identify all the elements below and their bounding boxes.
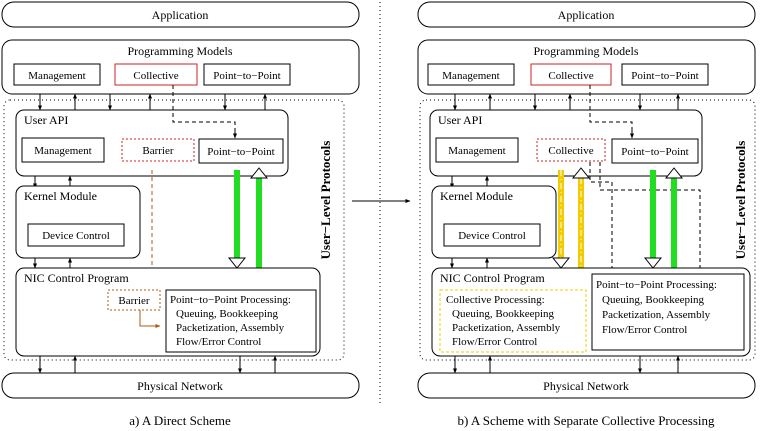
scheme-b: Application Programming Models Managemen… bbox=[417, 1, 756, 428]
nic-p2p-processing-box bbox=[165, 289, 317, 353]
nic-collective-line-4: Flow/Error Control bbox=[452, 336, 537, 348]
physical-network-box bbox=[1, 372, 360, 399]
nic-p2p-line-3: Packetization, Assembly bbox=[602, 309, 711, 321]
collective-to-nic-path bbox=[589, 162, 613, 270]
p2p-channel-down bbox=[234, 170, 240, 260]
physical-network-label: Physical Network bbox=[137, 379, 223, 393]
api-p2p-box bbox=[611, 138, 699, 164]
application-box bbox=[1, 1, 360, 28]
physical-network-label: Physical Network bbox=[543, 379, 629, 393]
api-collective-box bbox=[536, 138, 606, 162]
pm-p2p-box bbox=[621, 63, 709, 86]
nic-p2p-line-4: Flow/Error Control bbox=[176, 336, 261, 348]
api-management-label: Management bbox=[34, 145, 91, 157]
api-barrier-box bbox=[121, 138, 195, 162]
device-control-label: Device Control bbox=[458, 230, 526, 242]
caption-a: a) A Direct Scheme bbox=[129, 413, 231, 428]
pm-management-box bbox=[427, 63, 515, 86]
nic-barrier-label: Barrier bbox=[118, 295, 149, 307]
p2p-channel-up bbox=[256, 178, 262, 268]
nic-collective-processing-box bbox=[439, 289, 587, 353]
api-p2p-label: Point−to−Point bbox=[621, 146, 688, 158]
api-collective-label: Collective bbox=[548, 145, 593, 157]
nic-title: NIC Control Program bbox=[24, 271, 129, 285]
nic-collective-line-1: Collective Processing: bbox=[446, 294, 545, 306]
user-level-protocols-label: User−Level Protocols bbox=[318, 141, 333, 260]
nic-collective-line-3: Packetization, Assembly bbox=[452, 322, 561, 334]
pm-collective-box bbox=[530, 63, 612, 86]
nic-p2p-line-2: Queuing, Bookkeeping bbox=[602, 294, 705, 306]
pm-collective-label: Collective bbox=[548, 70, 593, 82]
nic-title: NIC Control Program bbox=[440, 271, 545, 285]
p2p-channel-down-head bbox=[643, 257, 663, 269]
kernel-module-title: Kernel Module bbox=[440, 189, 513, 203]
api-management-box bbox=[435, 137, 519, 163]
api-management-label: Management bbox=[448, 145, 505, 157]
user-api-title: User API bbox=[24, 113, 68, 127]
nic-p2p-line-1: Point−to−Point Processing: bbox=[170, 294, 291, 306]
programming-models-title: Programming Models bbox=[534, 44, 639, 58]
api-management-box bbox=[21, 137, 105, 163]
pm-p2p-label: Point−to−Point bbox=[631, 70, 698, 82]
pm-p2p-label: Point−to−Point bbox=[213, 70, 280, 82]
physical-network-box bbox=[417, 372, 756, 399]
p2p-channel-up-head bbox=[249, 167, 269, 179]
device-control-label: Device Control bbox=[42, 230, 110, 242]
nic-p2p-processing-box bbox=[591, 273, 745, 351]
programming-models-title: Programming Models bbox=[128, 44, 233, 58]
pm-p2p-box bbox=[203, 63, 291, 86]
api-p2p-box bbox=[198, 138, 284, 164]
p2p-channel-down-head bbox=[227, 257, 247, 269]
scheme-a: Application Programming Models Managemen… bbox=[1, 1, 360, 428]
nic-p2p-line-3: Packetization, Assembly bbox=[176, 322, 285, 334]
application-label: Application bbox=[152, 8, 209, 22]
nic-barrier-box bbox=[107, 289, 161, 311]
collective-path bbox=[589, 85, 633, 133]
api-barrier-label: Barrier bbox=[142, 145, 173, 157]
api-p2p-label: Point−to−Point bbox=[207, 146, 274, 158]
p2p-channel-up bbox=[671, 178, 677, 268]
caption-b: b) A Scheme with Separate Collective Pro… bbox=[457, 413, 715, 428]
p2p-channel-up-head bbox=[664, 167, 684, 179]
nic-p2p-line-1: Point−to−Point Processing: bbox=[596, 279, 717, 291]
nic-p2p-line-4: Flow/Error Control bbox=[602, 324, 687, 336]
device-control-box bbox=[27, 223, 125, 247]
device-control-box bbox=[443, 223, 541, 247]
nic-collective-line-2: Queuing, Bookkeeping bbox=[452, 308, 555, 320]
pm-collective-label: Collective bbox=[133, 70, 178, 82]
user-level-protocols-label: User−Level Protocols bbox=[733, 141, 748, 260]
barrier-to-p2p-arrow bbox=[139, 310, 161, 328]
pm-management-label: Management bbox=[442, 70, 499, 82]
application-label: Application bbox=[558, 8, 615, 22]
p2p-channel-down bbox=[650, 170, 656, 260]
pm-management-label: Management bbox=[28, 70, 85, 82]
user-api-title: User API bbox=[438, 113, 482, 127]
collective-channel-down-head bbox=[551, 257, 571, 269]
application-box bbox=[417, 1, 756, 28]
collective-channel-up-head bbox=[571, 167, 591, 179]
pm-management-box bbox=[13, 63, 101, 86]
kernel-module-title: Kernel Module bbox=[24, 189, 97, 203]
user-level-protocols-region bbox=[419, 99, 756, 361]
user-level-protocols-region bbox=[3, 99, 345, 361]
pm-collective-box bbox=[114, 63, 198, 86]
nic-p2p-line-2: Queuing, Bookkeeping bbox=[176, 308, 279, 320]
